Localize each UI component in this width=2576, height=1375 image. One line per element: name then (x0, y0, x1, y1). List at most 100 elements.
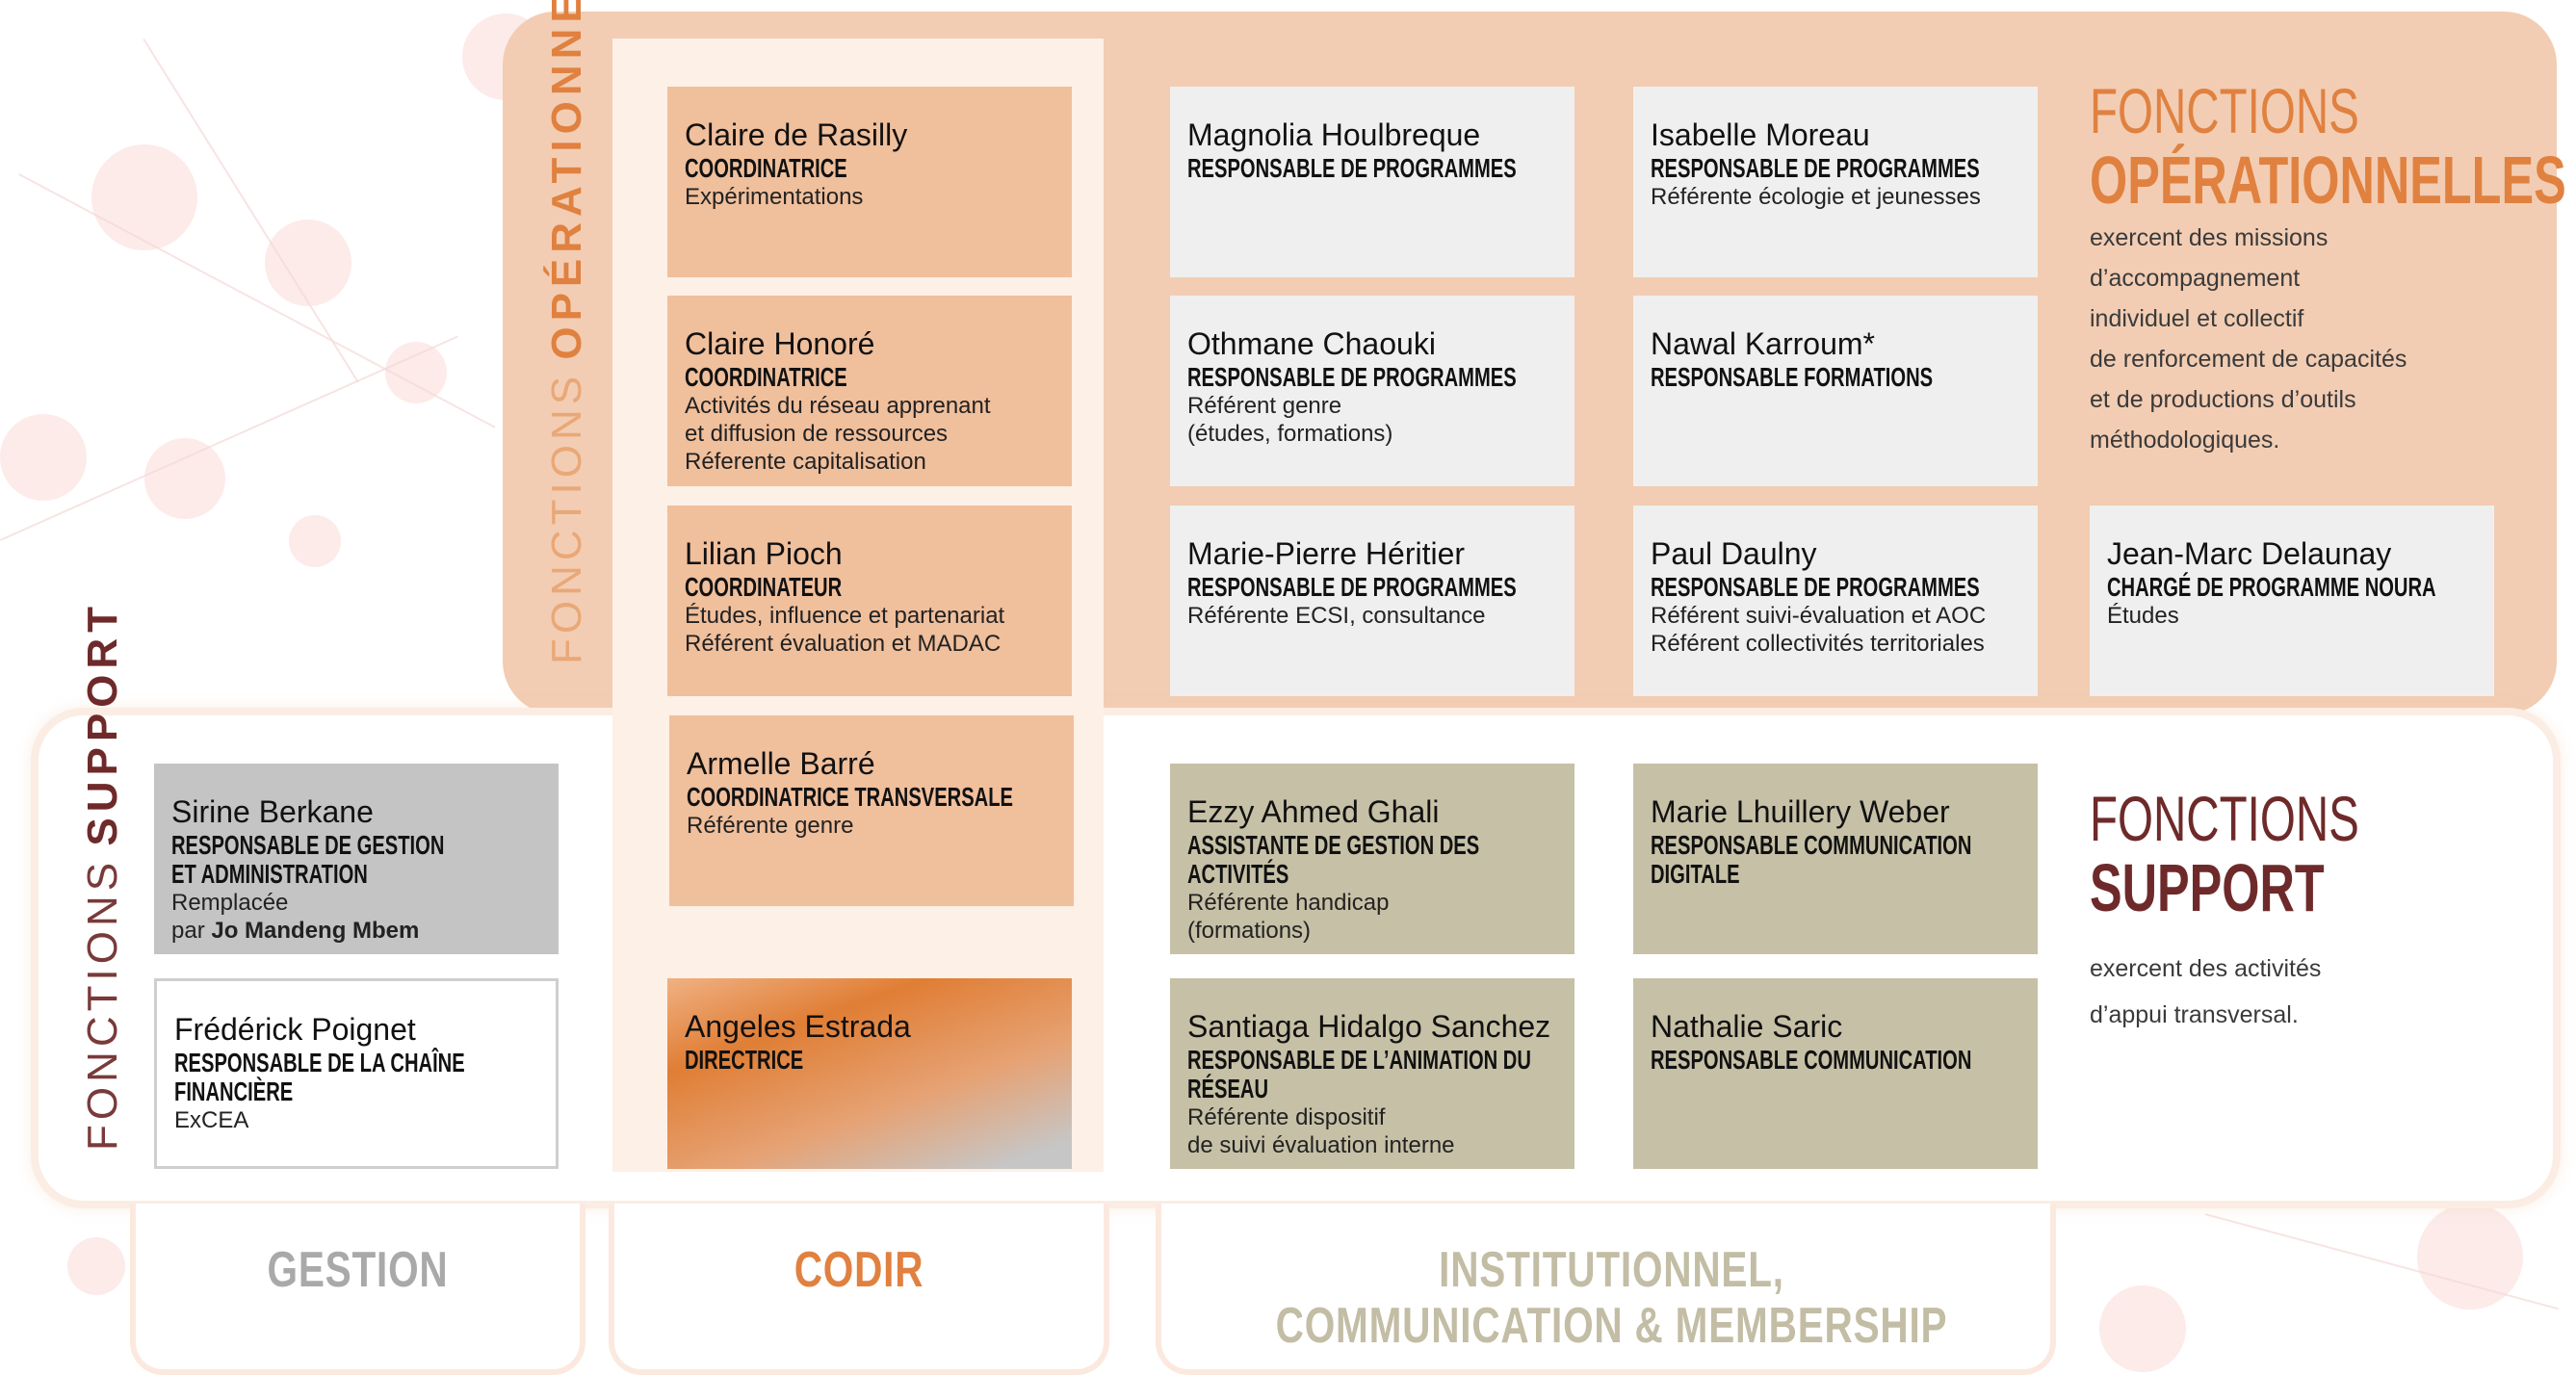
card-description: Référent genre (études, formations) (1187, 393, 1393, 447)
background-dot (2417, 1204, 2523, 1310)
card-role: RESPONSABLE DE L’ANIMATION DU RÉSEAU (1187, 1045, 1531, 1103)
card-claire-honore: Claire Honoré COORDINATRICE Activités du… (667, 296, 1072, 486)
card-role: RESPONSABLE FORMATIONS (1651, 362, 1934, 392)
card-santiaga-hidalgo-sanchez: Santiaga Hidalgo Sanchez RESPONSABLE DE … (1170, 978, 1574, 1169)
card-name: Claire de Rasilly (685, 117, 908, 152)
card-sirine-berkane: Sirine Berkane RESPONSABLE DE GESTION ET… (154, 764, 559, 954)
card-marie-pierre-heritier: Marie-Pierre Héritier RESPONSABLE DE PRO… (1170, 506, 1574, 696)
support-heading: FONCTIONS SUPPORT (2090, 785, 2542, 923)
tab-codir: CODIR (609, 1204, 1109, 1375)
card-role: DIRECTRICE (685, 1045, 804, 1075)
card-name: Frédérick Poignet (174, 1012, 416, 1047)
card-role: CHARGÉ DE PROGRAMME NOURA (2107, 572, 2436, 602)
card-frederick-poignet: Frédérick Poignet RESPONSABLE DE LA CHAÎ… (154, 978, 559, 1169)
card-role: COORDINATRICE (685, 362, 847, 392)
card-isabelle-moreau: Isabelle Moreau RESPONSABLE DE PROGRAMME… (1633, 87, 2038, 277)
card-lilian-pioch: Lilian Pioch COORDINATEUR Études, influe… (667, 506, 1072, 696)
card-role: RESPONSABLE COMMUNICATION (1651, 1045, 1972, 1075)
card-paul-daulny: Paul Daulny RESPONSABLE DE PROGRAMMES Ré… (1633, 506, 2038, 696)
background-dot (265, 220, 351, 306)
background-dot (144, 438, 225, 519)
background-dot (2099, 1285, 2186, 1372)
card-description: Référente genre (687, 813, 854, 839)
card-role: RESPONSABLE DE PROGRAMMES (1187, 572, 1517, 602)
card-description: Référente handicap (formations) (1187, 890, 1390, 944)
card-description: Référente écologie et jeunesses (1651, 184, 1981, 210)
card-description-line1: Remplacée (171, 890, 289, 916)
card-nawal-karroum: Nawal Karroum* RESPONSABLE FORMATIONS (1633, 296, 2038, 486)
card-name: Santiaga Hidalgo Sanchez (1187, 1009, 1551, 1044)
background-dot (67, 1237, 125, 1295)
card-role: RESPONSABLE DE PROGRAMMES (1187, 362, 1517, 392)
background-dot (0, 414, 87, 501)
card-role: ASSISTANTE DE GESTION DES ACTIVITÉS (1187, 830, 1480, 889)
card-name: Othmane Chaouki (1187, 326, 1436, 361)
card-role: RESPONSABLE DE PROGRAMMES (1651, 153, 1980, 183)
card-claire-de-rasilly: Claire de Rasilly COORDINATRICE Expérime… (667, 87, 1072, 277)
card-nathalie-saric: Nathalie Saric RESPONSABLE COMMUNICATION (1633, 978, 2038, 1169)
card-description: Activités du réseau apprenant et diffusi… (685, 393, 991, 475)
card-name: Paul Daulny (1651, 536, 1817, 571)
background-line (18, 173, 496, 428)
support-vertical-thin: FONCTIONS (79, 857, 126, 1151)
card-name: Marie-Pierre Héritier (1187, 536, 1466, 571)
tab-gestion: GESTION (130, 1204, 585, 1375)
card-name: Claire Honoré (685, 326, 875, 361)
card-description: Référente dispositif de suivi évaluation… (1187, 1104, 1455, 1158)
card-name: Armelle Barré (687, 746, 875, 781)
operational-description: exercent des missions d’accompagnement i… (2090, 224, 2407, 454)
support-description: exercent des activités d’appui transvers… (2090, 955, 2322, 1028)
card-role: RESPONSABLE COMMUNICATION DIGITALE (1651, 830, 1972, 889)
support-heading-bold: SUPPORT (2090, 850, 2325, 925)
card-marie-lhuillery-weber: Marie Lhuillery Weber RESPONSABLE COMMUN… (1633, 764, 2038, 954)
card-role: COORDINATEUR (685, 572, 843, 602)
operational-heading-bold: OPÉRATIONNELLES (2090, 143, 2566, 218)
card-magnolia-houlbreque: Magnolia Houlbreque RESPONSABLE DE PROGR… (1170, 87, 1574, 277)
card-description: Expérimentations (685, 184, 864, 210)
background-dot (91, 144, 197, 250)
card-description: Référente ECSI, consultance (1187, 603, 1486, 629)
tab-codir-label: CODIR (794, 1242, 924, 1298)
card-description: Études, influence et partenariat Référen… (685, 603, 1005, 657)
card-ezzy-ahmed-ghali: Ezzy Ahmed Ghali ASSISTANTE DE GESTION D… (1170, 764, 1574, 954)
card-role: COORDINATRICE TRANSVERSALE (687, 782, 1014, 812)
tab-institutionnel: INSTITUTIONNEL, COMMUNICATION & MEMBERSH… (1156, 1204, 2056, 1375)
tab-institutionnel-label-line1: INSTITUTIONNEL, (1439, 1242, 1784, 1298)
card-angeles-estrada: Angeles Estrada DIRECTRICE (667, 978, 1072, 1169)
card-name: Sirine Berkane (171, 794, 374, 829)
operational-heading-thin: FONCTIONS (2090, 75, 2359, 146)
card-name: Isabelle Moreau (1651, 117, 1870, 152)
operational-vertical-thin: FONCTIONS (543, 371, 590, 664)
card-description: Référent suivi-évaluation et AOC Référen… (1651, 603, 1987, 657)
card-role: RESPONSABLE DE PROGRAMMES (1651, 572, 1980, 602)
card-armelle-barre: Armelle Barré COORDINATRICE TRANSVERSALE… (669, 715, 1074, 906)
card-name: Magnolia Houlbreque (1187, 117, 1481, 152)
tab-institutionnel-label-line2: COMMUNICATION & MEMBERSHIP (1275, 1298, 1948, 1354)
card-jean-marc-delaunay: Jean-Marc Delaunay CHARGÉ DE PROGRAMME N… (2090, 506, 2494, 696)
card-role: COORDINATRICE (685, 153, 847, 183)
card-name: Marie Lhuillery Weber (1651, 794, 1950, 829)
operational-heading: FONCTIONS OPÉRATIONNELLES (2090, 75, 2566, 218)
card-name: Lilian Pioch (685, 536, 843, 571)
card-role: RESPONSABLE DE GESTION ET ADMINISTRATION (171, 830, 445, 889)
card-description: Études (2107, 603, 2179, 629)
card-description: ExCEA (174, 1107, 249, 1133)
card-role: RESPONSABLE DE PROGRAMMES (1187, 153, 1517, 183)
card-description-replacement-name: Jo Mandeng Mbem (211, 918, 420, 944)
tab-gestion-label: GESTION (267, 1242, 449, 1298)
support-vertical-label: FONCTIONS SUPPORT (77, 601, 129, 1151)
card-name: Ezzy Ahmed Ghali (1187, 794, 1440, 829)
card-name: Nawal Karroum* (1651, 326, 1875, 361)
operational-vertical-label: FONCTIONS OPÉRATIONNELLES (541, 0, 593, 664)
card-name: Angeles Estrada (685, 1009, 911, 1044)
support-heading-thin: FONCTIONS (2090, 783, 2359, 854)
background-dot (289, 515, 341, 567)
card-othmane-chaouki: Othmane Chaouki RESPONSABLE DE PROGRAMME… (1170, 296, 1574, 486)
card-name: Jean-Marc Delaunay (2107, 536, 2392, 571)
card-description-prefix: par (171, 918, 212, 944)
support-vertical-bold: SUPPORT (79, 600, 126, 846)
card-role: RESPONSABLE DE LA CHAÎNE FINANCIÈRE (174, 1048, 465, 1106)
operational-vertical-bold: OPÉRATIONNELLES (543, 0, 590, 360)
card-name: Nathalie Saric (1651, 1009, 1843, 1044)
